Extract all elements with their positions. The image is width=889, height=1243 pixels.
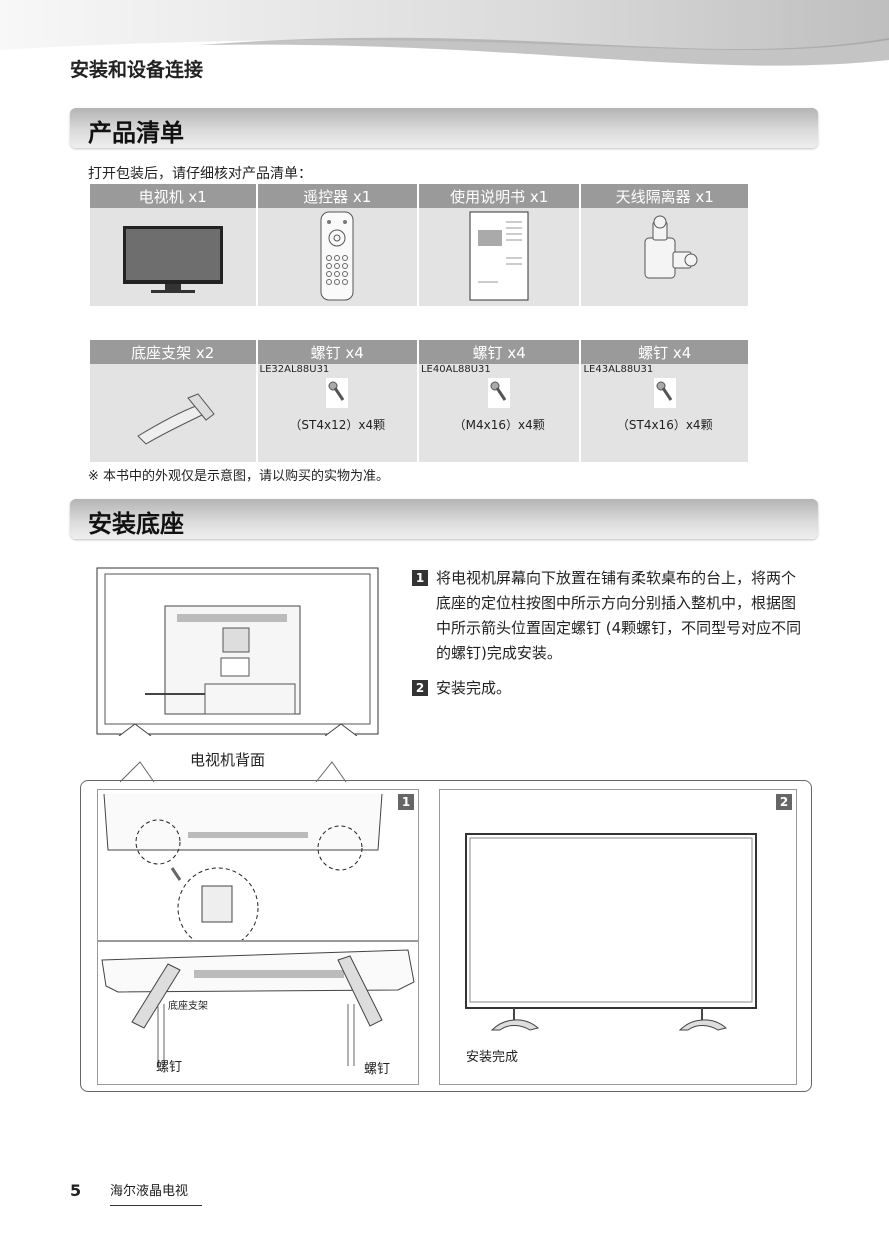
done-label: 安装完成 — [466, 1050, 519, 1065]
item-isolator-label: 天线隔离器 x1 — [581, 184, 748, 208]
stand-label: 底座支架 — [168, 1001, 208, 1012]
tv-back-label: 电视机背面 — [190, 751, 266, 769]
install-step-1: 1 将电视机屏幕向下放置在铺有柔软桌布的台上，将两个底座的定位柱按图中所示方向分… — [412, 566, 807, 666]
item-remote-label: 遥控器 x1 — [257, 184, 417, 208]
item-manual-label: 使用说明书 x1 — [418, 184, 580, 208]
screw-icon — [653, 378, 676, 408]
callout-pointers — [120, 761, 347, 783]
step-number-2: 2 — [412, 680, 428, 696]
item-screw2-label: 螺钉 x4 — [418, 340, 580, 364]
assembled-tv-icon — [465, 833, 757, 1031]
header-swoosh — [0, 0, 889, 66]
screw-spec-1: （ST4x12）x4颗 — [289, 418, 386, 432]
product-list-title: 产品清单 — [88, 119, 184, 147]
screw-icon — [488, 378, 511, 408]
page-number: 5 — [70, 1181, 82, 1200]
install-heading-bar: 安装底座 — [70, 499, 818, 539]
stand-icon — [136, 393, 215, 445]
step2-finished-diagram: 2 安装完成 — [439, 789, 797, 1085]
product-list-heading-bar: 产品清单 — [70, 108, 818, 148]
footer-brand: 海尔液晶电视 — [110, 1180, 202, 1206]
install-step-2: 2 安装完成。 — [412, 676, 807, 701]
appearance-note: ※ 本书中的外观仅是示意图，请以购买的实物为准。 — [88, 469, 390, 484]
screw-spec-3: （ST4x16）x4颗 — [616, 418, 713, 432]
item-stand-label: 底座支架 x2 — [90, 340, 256, 364]
tv-icon — [122, 226, 223, 293]
screw-fix-diagram — [101, 949, 415, 1066]
tv-back-diagram — [96, 567, 379, 736]
step-number-1: 1 — [412, 570, 428, 586]
step1-closeup: 1 — [97, 789, 419, 949]
panel-tag-2: 2 — [776, 794, 792, 810]
screw-label-right: 螺钉 — [364, 1062, 391, 1077]
screw-model-1: LE32AL88U31 — [259, 364, 330, 375]
section-header: 安装和设备连接 — [70, 59, 204, 81]
screw-model-3: LE43AL88U31 — [583, 364, 654, 375]
stand-insert-diagram — [103, 793, 383, 949]
panel-tag-1: 1 — [398, 794, 414, 810]
manual-icon — [469, 211, 529, 301]
item-screw1-label: 螺钉 x4 — [257, 340, 417, 364]
install-title: 安装底座 — [88, 510, 184, 538]
remote-control-icon — [320, 211, 354, 301]
screw-model-2: LE40AL88U31 — [420, 364, 491, 375]
step-text-1: 将电视机屏幕向下放置在铺有柔软桌布的台上，将两个底座的定位柱按图中所示方向分别插… — [436, 569, 802, 662]
step1-screw-diagram: 底座支架 螺钉 螺钉 — [97, 941, 419, 1085]
install-illustration-panel: 1 底座支架 螺钉 螺钉 2 — [80, 780, 812, 1092]
antenna-isolator-icon — [644, 215, 698, 279]
item-screw3-label: 螺钉 x4 — [581, 340, 748, 364]
screw-icon — [326, 378, 349, 408]
product-list-intro: 打开包装后，请仔细核对产品清单： — [88, 166, 312, 182]
screw-spec-2: （M4x16）x4颗 — [453, 418, 545, 432]
install-steps: 1 将电视机屏幕向下放置在铺有柔软桌布的台上，将两个底座的定位柱按图中所示方向分… — [412, 566, 807, 711]
screw-label-left: 螺钉 — [156, 1060, 183, 1075]
product-table-row2: 底座支架 x2 螺钉 x4 螺钉 x4 螺钉 x4 LE32AL88U31 （S… — [88, 340, 750, 462]
product-table-row1: 电视机 x1 遥控器 x1 使用说明书 x1 天线隔离器 x1 — [88, 184, 750, 306]
item-tv-label: 电视机 x1 — [90, 184, 256, 208]
step-text-2: 安装完成。 — [436, 679, 512, 697]
